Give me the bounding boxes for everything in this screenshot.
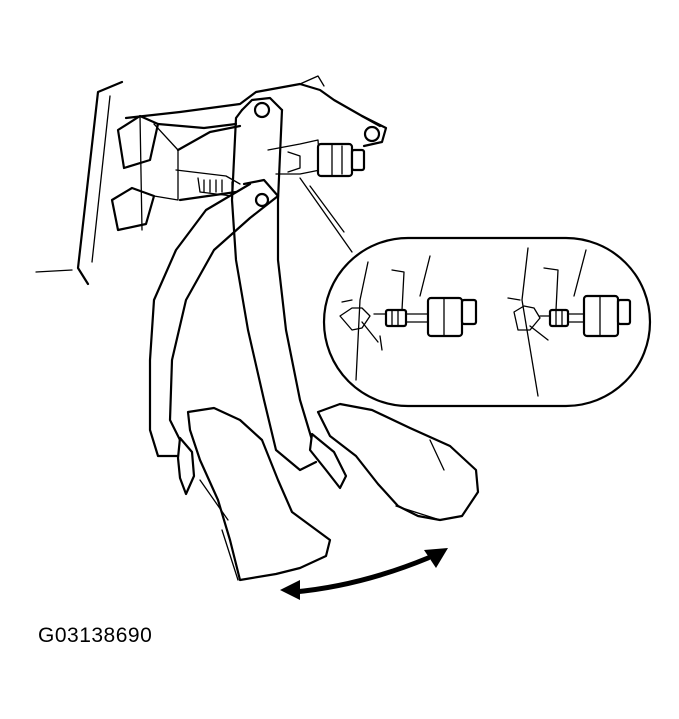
detail-callout [322, 236, 652, 408]
brake-pedal-arm [230, 96, 324, 472]
driver-foot [186, 402, 480, 582]
clutch-pedal-arm [148, 178, 280, 458]
detail-left-switch [339, 255, 478, 381]
stop-lamp-switch [175, 139, 366, 197]
callout-leaders [299, 177, 353, 253]
figure-code-label: G03138690 [38, 624, 153, 647]
firewall-panel [35, 80, 179, 286]
double-headed-curved-arrow-icon [280, 548, 448, 600]
pedal-bracket [124, 75, 388, 202]
pedal-pads [176, 432, 348, 496]
detail-right-switch [507, 247, 632, 397]
